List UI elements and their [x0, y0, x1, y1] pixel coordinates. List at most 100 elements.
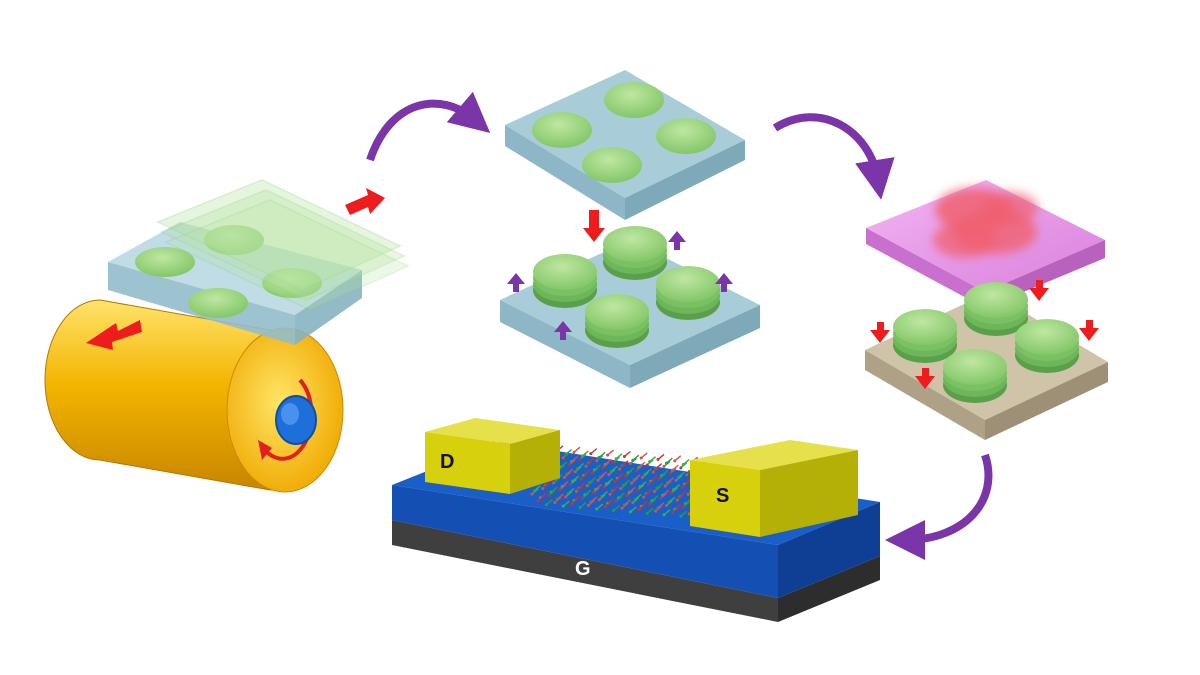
block-arrow-icon: [915, 368, 935, 389]
lattice-atom: [642, 495, 646, 499]
disk: [604, 82, 664, 118]
gate-label: G: [575, 558, 591, 580]
lattice-atom: [596, 478, 600, 482]
lattice-atom: [613, 480, 617, 484]
lattice-atom: [562, 475, 566, 479]
lattice-atom: [573, 470, 577, 474]
lattice-atom: [601, 466, 605, 470]
lattice-atom: [680, 485, 684, 489]
block-arrow-icon: [668, 231, 686, 250]
lattice-atom: [602, 485, 606, 489]
lattice-atom: [631, 501, 635, 505]
lattice-atom: [590, 471, 594, 475]
lattice-atom: [669, 491, 673, 495]
lattice-atom: [624, 474, 628, 478]
lattice-atom: [612, 460, 616, 464]
disk: [262, 268, 322, 298]
lattice-atom: [675, 498, 679, 502]
gate-layer-side: [778, 556, 880, 622]
rotation-arrow-head-icon: [258, 440, 272, 460]
lattice-atom: [625, 494, 629, 498]
lattice-atom: [558, 488, 562, 492]
lattice-atom: [547, 493, 551, 497]
lattice-atom: [679, 514, 683, 518]
lattice-atom: [622, 455, 626, 459]
lattice-atom: [561, 456, 565, 460]
lattice-atom: [630, 481, 634, 485]
curved-arrow-icon: [885, 453, 993, 560]
dielectric-front: [392, 485, 778, 598]
lattice-atom: [595, 459, 599, 463]
disk-stack: [964, 282, 1028, 336]
disk-stack: [656, 266, 720, 320]
disk-stack: [1015, 319, 1079, 373]
block-arrow-icon: [715, 273, 733, 292]
stamp-block: [866, 180, 1105, 308]
lattice-atom: [668, 471, 672, 475]
lattice-atom: [589, 452, 593, 456]
substrate-with-disks: [505, 70, 745, 220]
roller-assembly: [44, 179, 410, 493]
source-label: S: [716, 485, 729, 507]
disk: [188, 288, 248, 318]
film-sheets: [156, 179, 410, 311]
curved-arrow-icon: [772, 113, 895, 200]
lattice-atom: [634, 469, 638, 473]
block-arrow-icon: [870, 322, 890, 343]
disk: [204, 225, 264, 255]
lattice-atom: [612, 508, 616, 512]
lattice-atom: [578, 457, 582, 461]
lattice-atom: [674, 478, 678, 482]
lattice-atom: [578, 506, 582, 510]
lattice-atom: [564, 495, 568, 499]
gate-layer-front: [392, 520, 778, 622]
lattice-atom: [652, 490, 656, 494]
block-arrow-icon: [583, 210, 605, 242]
lattice-atom: [645, 511, 649, 515]
lattice-atom: [595, 507, 599, 511]
lattice-atom: [648, 502, 652, 506]
drain-label: D: [440, 451, 454, 473]
lattice-atom: [628, 462, 632, 466]
disk-stack: [893, 309, 957, 363]
disk: [532, 112, 592, 148]
lattice-atom: [658, 497, 662, 501]
drain-electrode: D: [425, 418, 560, 494]
lattice-atom: [673, 459, 677, 463]
lattice-atom: [654, 509, 658, 513]
taupe-substrate-with-stacks: [865, 282, 1108, 440]
block-arrow-icon: [507, 273, 525, 292]
disk: [656, 118, 716, 154]
curved-arrow-icon: [366, 91, 491, 162]
lattice-atom: [663, 484, 667, 488]
block-arrow-icon: [1079, 320, 1099, 341]
block-arrow-icon: [1029, 280, 1049, 301]
dielectric-side: [778, 502, 880, 598]
lattice-atom: [640, 476, 644, 480]
lattice-atom: [572, 450, 576, 454]
lattice-atom: [585, 484, 589, 488]
lattice-atom: [530, 492, 534, 496]
lattice-atom: [561, 504, 565, 508]
lattice-atom: [541, 486, 545, 490]
lattice-atom: [536, 499, 540, 503]
lattice-atom: [570, 502, 574, 506]
disk-stack: [533, 254, 597, 308]
block-arrow-icon: [86, 320, 142, 350]
block-arrow-icon: [554, 321, 572, 340]
stamp-pattern: [933, 188, 1038, 258]
lattice-atom: [568, 482, 572, 486]
lattice-atom: [657, 477, 661, 481]
lattice-atom: [639, 456, 643, 460]
lattice-atom: [597, 498, 601, 502]
lattice-atom: [645, 463, 649, 467]
lattice-atom: [651, 470, 655, 474]
lattice-atom: [552, 481, 556, 485]
block-arrow-icon: [345, 188, 385, 215]
lattice-atom: [580, 496, 584, 500]
source-electrode: S: [690, 440, 858, 537]
lattice-atom: [662, 513, 666, 517]
lattice-atom: [586, 503, 590, 507]
disk-stack: [585, 294, 649, 348]
